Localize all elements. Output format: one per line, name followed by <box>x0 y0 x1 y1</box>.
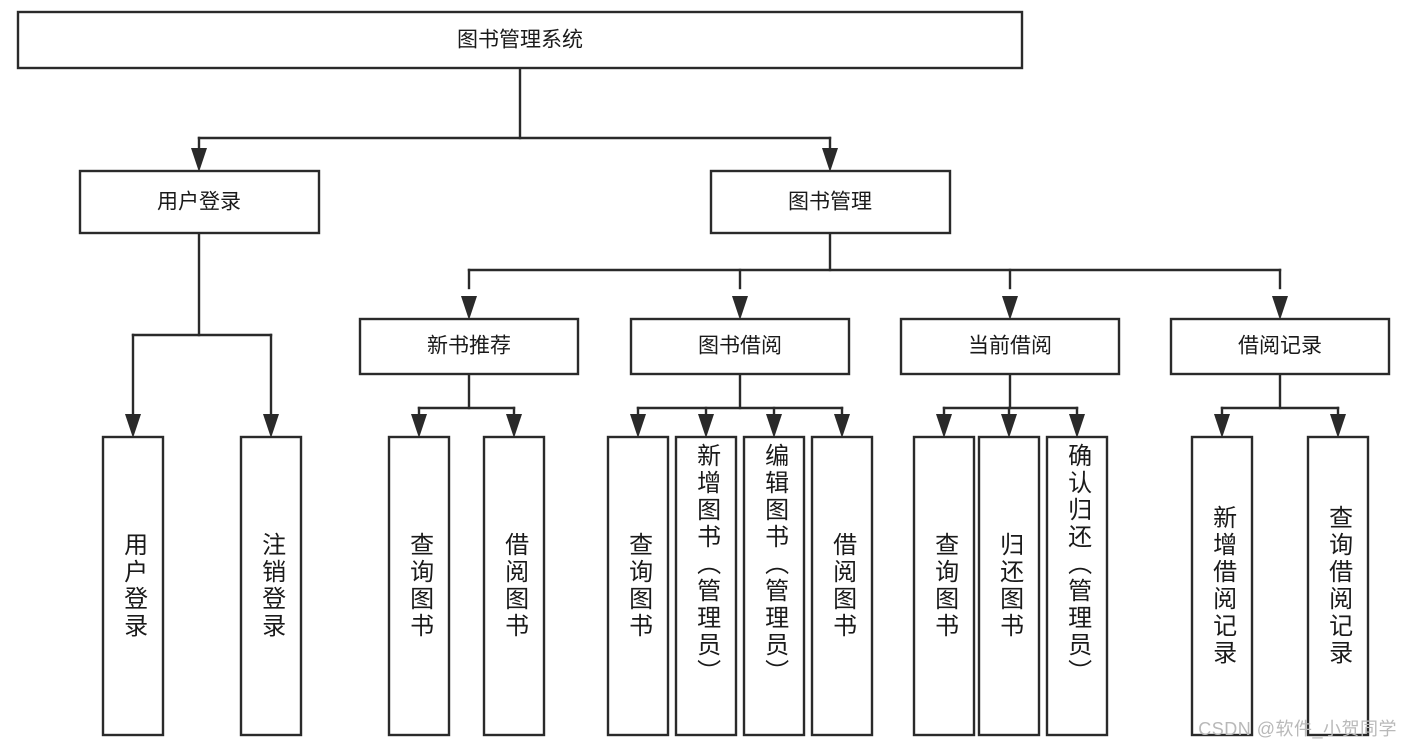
node-book-manage[interactable]: 图书管理 <box>709 169 952 235</box>
node-current-borrow[interactable]: 当前借阅 <box>899 317 1121 376</box>
node-book-borrow[interactable]: 图书借阅 <box>629 317 851 376</box>
node-user-login-label: 用户登录 <box>157 191 241 214</box>
arrowhead-leaf-user-login <box>125 414 141 438</box>
node-new-book-rec-label: 新书推荐 <box>427 335 511 358</box>
node-leaf-borrow-book-2[interactable] <box>810 435 874 737</box>
node-leaf-query-book-2-box[interactable] <box>606 435 670 737</box>
node-leaf-user-login[interactable] <box>101 435 165 737</box>
arrowhead-user-login <box>191 148 207 172</box>
node-user-login-box[interactable] <box>78 169 321 235</box>
arrowhead-leaf-query-record <box>1330 414 1346 438</box>
node-leaf-add-book-box[interactable] <box>674 435 738 737</box>
node-user-login[interactable]: 用户登录 <box>78 169 321 235</box>
arrowhead-leaf-logout-login <box>263 414 279 438</box>
arrowhead-book-manage <box>822 148 838 172</box>
arrowhead-leaf-return-book <box>1001 414 1017 438</box>
node-leaf-add-record-box[interactable] <box>1190 435 1254 737</box>
node-leaf-query-record-box[interactable] <box>1306 435 1370 737</box>
node-leaf-logout-login[interactable] <box>239 435 303 737</box>
node-current-borrow-label: 当前借阅 <box>968 335 1052 358</box>
node-leaf-edit-book[interactable] <box>742 435 806 737</box>
arrowhead-leaf-query-book-2 <box>630 414 646 438</box>
node-leaf-query-book-1[interactable] <box>387 435 451 737</box>
node-root-label: 图书管理系统 <box>457 29 583 52</box>
node-leaf-add-book[interactable] <box>674 435 738 737</box>
node-leaf-user-login-box[interactable] <box>101 435 165 737</box>
node-leaf-borrow-book-1[interactable] <box>482 435 546 737</box>
arrowhead-book-borrow <box>732 296 748 320</box>
node-new-book-rec-box[interactable] <box>358 317 580 376</box>
node-leaf-query-book-3[interactable] <box>912 435 976 737</box>
arrowhead-new-book-rec <box>461 296 477 320</box>
arrowhead-leaf-add-record <box>1214 414 1230 438</box>
node-current-borrow-box[interactable] <box>899 317 1121 376</box>
arrowhead-current-borrow <box>1002 296 1018 320</box>
node-leaf-confirm-return-box[interactable] <box>1045 435 1109 737</box>
connector-group <box>125 66 1346 438</box>
node-leaf-borrow-book-2-box[interactable] <box>810 435 874 737</box>
node-leaf-edit-book-box[interactable] <box>742 435 806 737</box>
node-borrow-record[interactable]: 借阅记录 <box>1169 317 1391 376</box>
node-borrow-record-box[interactable] <box>1169 317 1391 376</box>
arrowhead-leaf-confirm-return <box>1069 414 1085 438</box>
node-book-borrow-box[interactable] <box>629 317 851 376</box>
arrowhead-borrow-record <box>1272 296 1288 320</box>
node-leaf-borrow-book-1-box[interactable] <box>482 435 546 737</box>
node-leaf-return-book[interactable] <box>977 435 1041 737</box>
arrowhead-leaf-query-book-1 <box>411 414 427 438</box>
node-leaf-logout-login-box[interactable] <box>239 435 303 737</box>
arrowhead-leaf-add-book <box>698 414 714 438</box>
node-leaf-return-book-box[interactable] <box>977 435 1041 737</box>
arrowhead-leaf-edit-book <box>766 414 782 438</box>
node-borrow-record-label: 借阅记录 <box>1238 335 1322 358</box>
node-book-manage-box[interactable] <box>709 169 952 235</box>
node-root[interactable]: 图书管理系统 <box>16 10 1024 70</box>
node-leaf-confirm-return[interactable] <box>1045 435 1109 737</box>
arrowhead-leaf-borrow-book-2 <box>834 414 850 438</box>
node-new-book-rec[interactable]: 新书推荐 <box>358 317 580 376</box>
node-root-box[interactable] <box>16 10 1024 70</box>
node-leaf-query-record[interactable] <box>1306 435 1370 737</box>
arrowhead-leaf-borrow-book-1 <box>506 414 522 438</box>
watermark-text: CSDN @软件_小贺同学 <box>1198 719 1397 739</box>
node-book-manage-label: 图书管理 <box>788 191 872 214</box>
node-leaf-add-record[interactable] <box>1190 435 1254 737</box>
node-leaf-query-book-3-box[interactable] <box>912 435 976 737</box>
node-leaf-query-book-1-box[interactable] <box>387 435 451 737</box>
node-book-borrow-label: 图书借阅 <box>698 335 782 358</box>
arrowhead-leaf-query-book-3 <box>936 414 952 438</box>
node-leaf-query-book-2[interactable] <box>606 435 670 737</box>
